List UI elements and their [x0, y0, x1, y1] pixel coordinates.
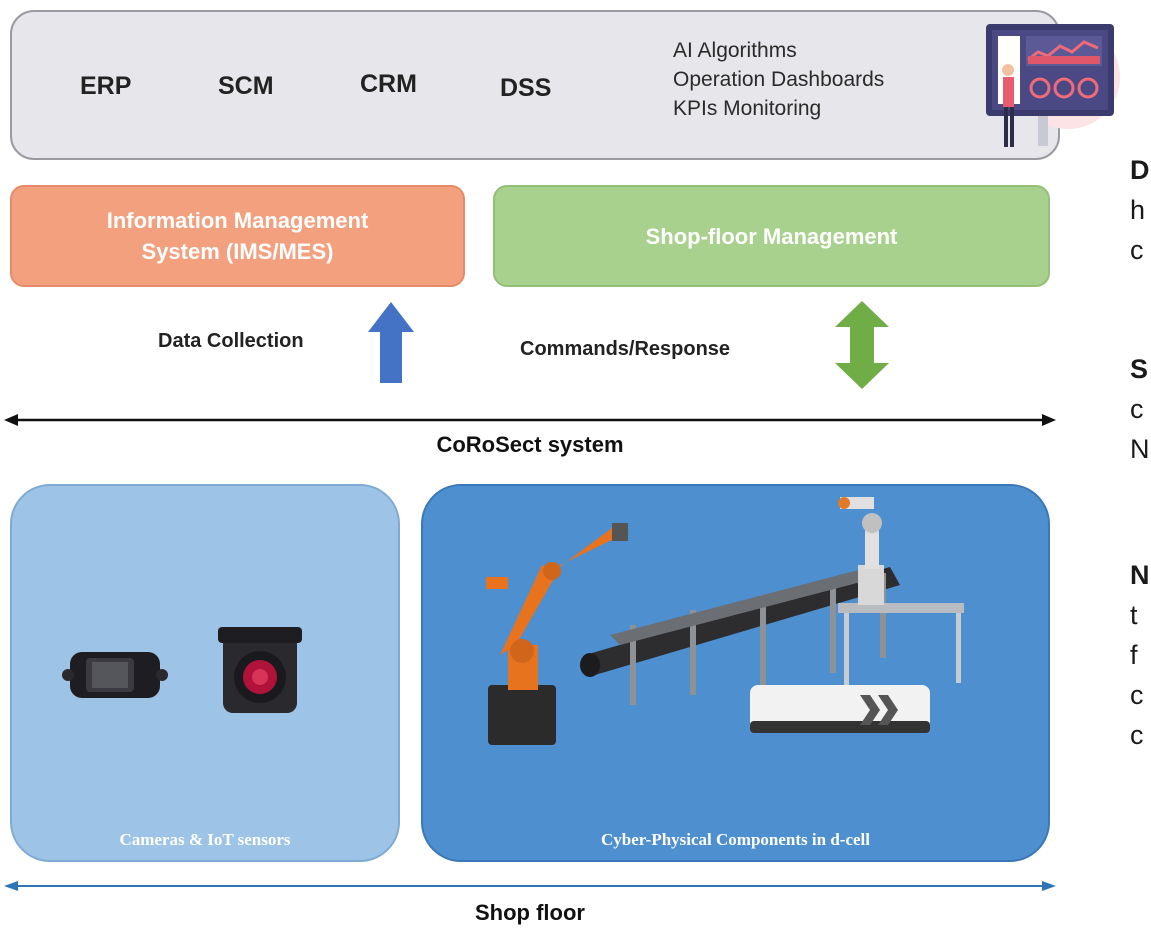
kpis-monitoring-label: KPIs Monitoring [673, 97, 822, 120]
side-text-rest: t [1130, 600, 1138, 630]
side-text-line: N [1130, 555, 1150, 595]
erp-label: ERP [80, 72, 132, 100]
side-text-bold: D [1130, 155, 1150, 185]
mobile-robot-agv-icon [750, 685, 930, 733]
side-text-line: c [1130, 675, 1150, 715]
side-text-line: h [1130, 190, 1150, 230]
side-text-line: f [1130, 635, 1150, 675]
side-text-column-2: S c N [1130, 349, 1150, 469]
side-text-line: c [1130, 389, 1150, 429]
side-text-bold: S [1130, 354, 1149, 384]
corosect-axis-arrow [4, 414, 1056, 426]
side-text-line: S [1130, 349, 1150, 389]
side-text-line: c [1130, 715, 1150, 755]
side-text-rest: h [1130, 195, 1146, 225]
side-text-rest: c [1130, 680, 1144, 710]
side-text-rest: c [1130, 720, 1144, 750]
shop-floor-management-box: Shop-floor Management [493, 185, 1050, 287]
cyber-physical-components-illustration [486, 497, 964, 745]
side-text-rest: c [1130, 235, 1144, 265]
information-management-system-box: Information Management System (IMS/MES) [10, 185, 465, 287]
apps-list: AI Algorithms Operation Dashboards KPIs … [673, 36, 884, 123]
enterprise-systems-bar [10, 10, 1060, 160]
bidirectional-arrow-icon [835, 301, 889, 389]
scm-label: SCM [218, 72, 274, 100]
camera-icon [218, 627, 302, 713]
cyber-physical-caption: Cyber-Physical Components in d-cell [600, 830, 870, 849]
corosect-system-label: CoRoSect system [436, 432, 624, 457]
side-text-rest: N [1130, 434, 1150, 464]
operation-dashboards-label: Operation Dashboards [673, 68, 885, 91]
commands-response-label: Commands/Response [520, 338, 731, 360]
side-text-rest: f [1130, 640, 1138, 670]
side-text-bold: N [1130, 560, 1150, 590]
side-text-line: N [1130, 429, 1150, 469]
dashboard-illustration [986, 24, 1120, 147]
up-arrow-icon [368, 302, 414, 383]
shop-floor-label: Shop floor [475, 900, 585, 925]
conveyor-belt-icon [580, 567, 900, 705]
side-text-column-3: N t f c c [1130, 555, 1150, 755]
industrial-robot-arm-icon [486, 523, 628, 745]
crm-label: CRM [360, 70, 417, 98]
side-text-line: c [1130, 230, 1150, 270]
side-text-line: t [1130, 595, 1150, 635]
shop-floor-management-label: Shop-floor Management [645, 223, 898, 249]
ims-line-1: Information Management [106, 208, 369, 233]
cameras-iot-caption: Cameras & IoT sensors [119, 830, 291, 849]
shop-floor-axis-arrow [4, 881, 1056, 891]
dss-label: DSS [500, 74, 552, 102]
ims-line-2: System (IMS/MES) [141, 239, 334, 264]
side-text-column: D h c [1130, 150, 1150, 270]
iot-sensor-device-icon [62, 652, 168, 698]
side-text-line: D [1130, 150, 1150, 190]
ai-algorithms-label: AI Algorithms [673, 39, 797, 62]
collaborative-robot-icon [838, 497, 964, 693]
data-collection-label: Data Collection [158, 330, 304, 352]
side-text-rest: c [1130, 394, 1144, 424]
